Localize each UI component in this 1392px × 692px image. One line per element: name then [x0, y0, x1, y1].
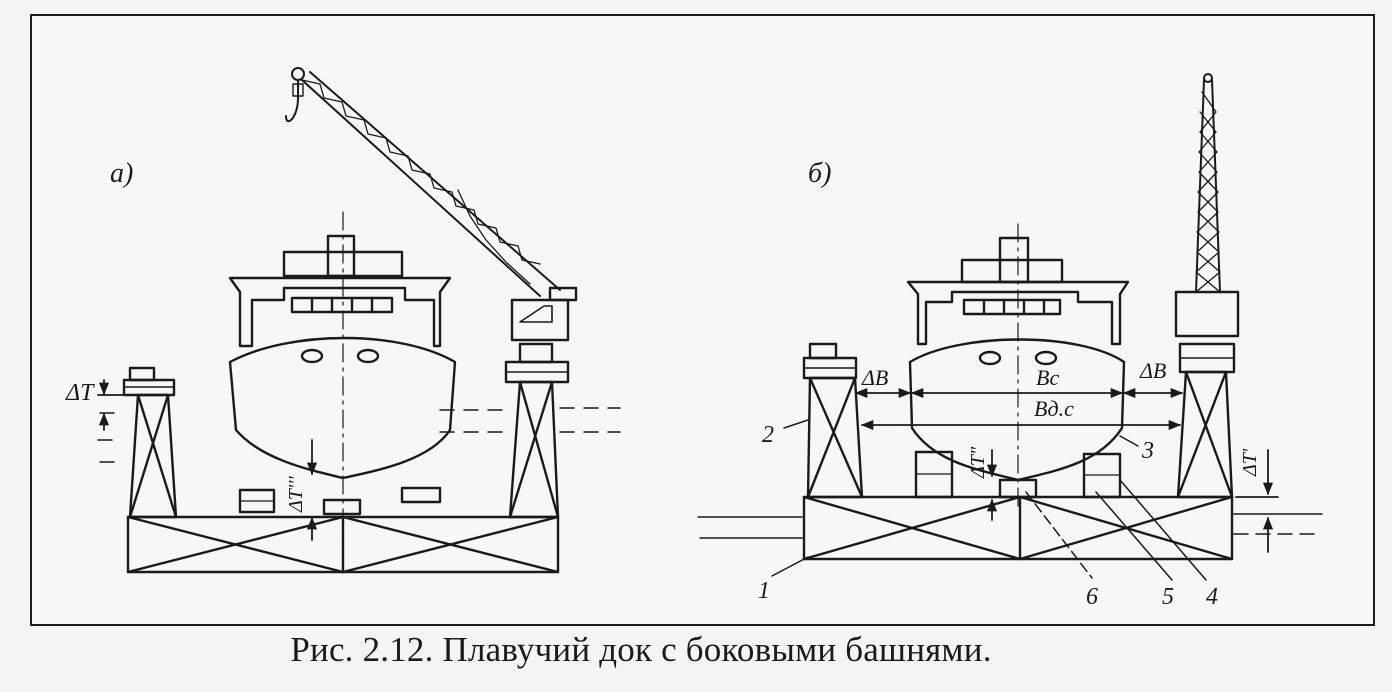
panel-b-crane-tower	[1195, 73, 1221, 293]
panel-b-delta-b-left-label: ΔB	[861, 365, 888, 390]
panel-b-delta-t2-label: ΔT"	[967, 446, 989, 479]
panel-b-drawing	[697, 73, 1323, 581]
callout-1: 1	[758, 578, 770, 604]
panel-a-delta-t3-label: ΔT'''	[285, 476, 307, 513]
panel-a-crane-boom	[285, 67, 561, 297]
panel-a-delta-t-dimension	[97, 379, 129, 431]
panel-b-width-dimensions	[854, 387, 1184, 431]
panel-a-water-lines	[97, 407, 621, 463]
panel-b-delta-t1-dimension	[1235, 449, 1279, 553]
callout-4: 4	[1206, 584, 1218, 610]
callout-6: 6	[1086, 584, 1098, 610]
panel-b-label: б)	[808, 158, 831, 189]
panel-b-water-lines	[697, 513, 1323, 539]
panel-b-callout-leaders	[771, 419, 1207, 581]
figure-frame	[30, 14, 1375, 626]
panel-b-ship	[906, 223, 1130, 511]
panel-a-drawing	[97, 67, 621, 574]
panel-a-right-tower	[504, 286, 578, 519]
panel-b-right-tower	[1174, 290, 1240, 499]
panel-a-delta-t-label: ΔT	[65, 380, 95, 406]
panel-b-delta-b-right-label: ΔB	[1139, 358, 1166, 383]
panel-a-label: а)	[110, 158, 133, 189]
figure-caption: Рис. 2.12. Плавучий док с боковыми башня…	[290, 630, 992, 669]
panel-b-dock-width-label: Bд.с	[1034, 396, 1074, 421]
panel-b-left-tower	[802, 342, 864, 499]
callout-5: 5	[1162, 584, 1174, 610]
callout-3: 3	[1141, 438, 1154, 464]
panel-b-ship-width-label: Bc	[1036, 365, 1059, 390]
panel-a-ship	[228, 211, 457, 541]
panel-b-delta-t1-label: ΔT'	[1239, 448, 1261, 477]
callout-2: 2	[762, 422, 774, 448]
panel-a-left-tower	[122, 366, 178, 519]
